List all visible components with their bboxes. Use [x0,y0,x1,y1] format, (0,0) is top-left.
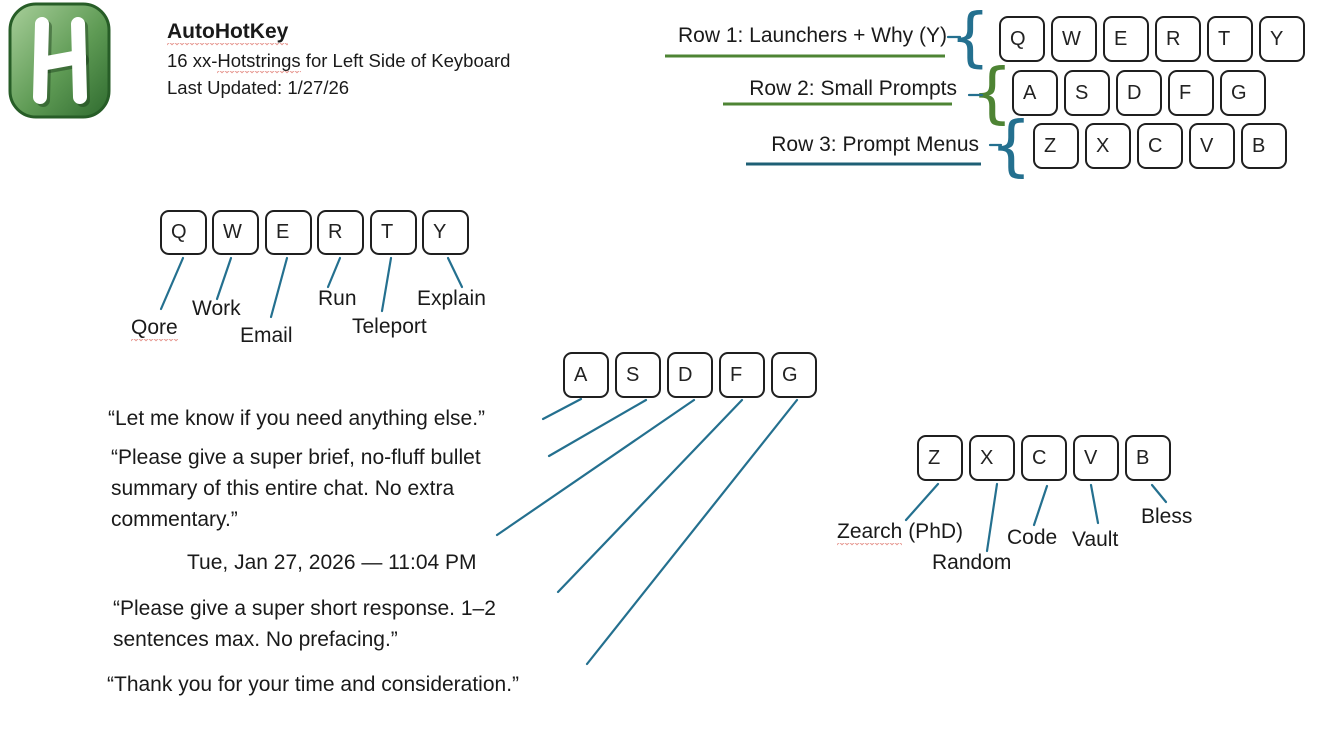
key-letter: W [223,221,243,243]
snippet-datetime: Tue, Jan 27, 2026 — 11:04 PM [187,551,477,574]
key-letter: R [328,221,343,243]
key-letter: A [574,363,588,386]
key-w: W [212,210,259,255]
snippet-anything-else: “Let me know if you need anything else.” [108,407,486,430]
legend-key-t: T [1207,16,1253,62]
legend-key-e: E [1103,16,1149,62]
key-label-explain: Explain [417,287,486,310]
key-g: G [771,352,817,398]
legend-key-w: W [1051,16,1097,62]
snippet-short-response: “Please give a super short response. 1–2… [113,597,496,651]
key-e: E [265,210,312,255]
key-letter: A [1023,81,1037,104]
key-d: D [667,352,713,398]
key-label-zearch-word: Zearch [837,520,903,546]
key-label-vault: Vault [1072,528,1119,551]
key-letter: F [1179,81,1192,104]
snippet-bullet-summary: “Please give a super brief, no-fluff bul… [111,446,481,531]
key-v: V [1073,435,1119,481]
subtitle-misspelled-word: Hotstrings [217,50,301,74]
legend-row2-label: Row 2: Small Prompts [749,77,957,100]
key-letter: W [1062,27,1082,50]
key-letter: Q [1010,27,1027,50]
key-label-qore-text: Qore [131,316,178,342]
key-label-zearch-rest: (PhD) [902,520,964,543]
key-letter: Z [1044,134,1057,157]
key-q: Q [160,210,207,255]
key-letter: B [1136,446,1150,469]
key-label-zearch: Zearch (PhD) [837,520,963,544]
key-label-work: Work [192,297,241,320]
key-a: A [563,352,609,398]
key-letter: E [1114,27,1128,50]
key-c: C [1021,435,1067,481]
key-x: X [969,435,1015,481]
legend-key-z: Z [1033,123,1079,169]
key-letter: Q [171,221,188,243]
key-label-bless: Bless [1141,505,1193,528]
key-letter: D [1127,81,1142,104]
key-letter: X [1096,134,1110,157]
key-letter: G [1231,81,1248,104]
key-label-teleport: Teleport [352,315,427,338]
key-label-email: Email [240,324,293,347]
key-f: F [719,352,765,398]
legend-key-a: A [1012,70,1058,116]
legend-key-q: Q [999,16,1045,62]
key-letter: Z [928,446,941,469]
key-letter: S [626,363,640,386]
key-letter: D [678,363,693,386]
legend-key-f: F [1168,70,1214,116]
key-letter: V [1084,446,1098,469]
legend-key-y: Y [1259,16,1305,62]
autohotkey-logo-icon [8,2,111,119]
key-letter: Y [433,221,447,243]
key-s: S [615,352,661,398]
subtitle-prefix: 16 xx- [167,50,218,71]
key-letter: Y [1270,27,1284,50]
key-letter: X [980,446,994,469]
key-letter: C [1032,446,1047,469]
legend-key-x: X [1085,123,1131,169]
key-r: R [317,210,364,255]
last-updated: Last Updated: 1/27/26 [167,77,350,98]
key-letter: F [730,363,743,386]
key-label-qore: Qore [131,316,178,340]
key-label-code: Code [1007,526,1058,549]
page-title-text: AutoHotKey [167,20,289,46]
key-z: Z [917,435,963,481]
key-label-run: Run [318,287,357,310]
legend-key-r: R [1155,16,1201,62]
key-t: T [370,210,417,255]
legend-row1-label: Row 1: Launchers + Why (Y) [677,24,947,47]
key-y: Y [422,210,469,255]
legend-row3-label: Row 3: Prompt Menus [771,133,979,156]
legend-key-s: S [1064,70,1110,116]
legend-row3-brace [997,117,1025,175]
key-letter: T [1218,27,1231,50]
legend-key-d: D [1116,70,1162,116]
key-letter: S [1075,81,1089,104]
key-letter: C [1148,134,1163,157]
key-b: B [1125,435,1171,481]
legend-key-v: V [1189,123,1235,169]
page-title: AutoHotKey [167,20,289,46]
subtitle-suffix: for Left Side of Keyboard [300,50,511,71]
key-letter: R [1166,27,1181,50]
page-subtitle: 16 xx-Hotstrings for Left Side of Keyboa… [167,50,510,72]
key-letter: T [381,221,394,243]
key-letter: V [1200,134,1214,157]
legend-key-c: C [1137,123,1183,169]
key-letter: B [1252,134,1266,157]
legend-key-g: G [1220,70,1266,116]
snippet-thank-you: “Thank you for your time and considerati… [107,673,520,696]
key-letter: E [276,221,290,243]
key-letter: G [782,363,799,386]
legend-key-b: B [1241,123,1287,169]
key-label-random: Random [932,551,1012,574]
